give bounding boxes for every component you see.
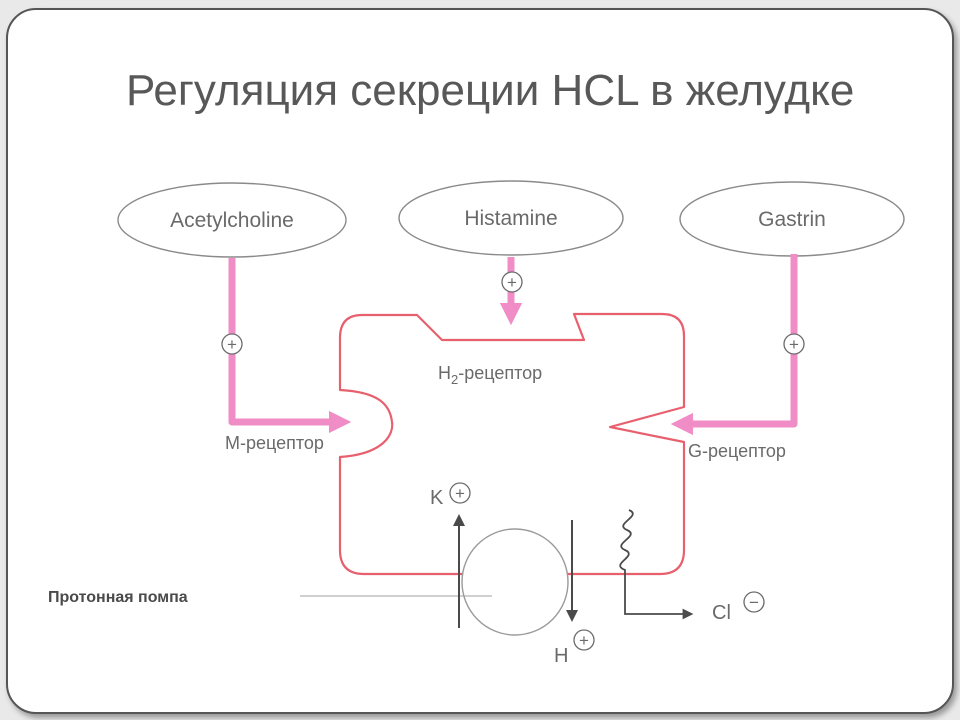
svg-text:−: − [749,593,759,612]
chloride-arrow [624,576,694,620]
slide-title: Регуляция секреции HCL в желудке [126,66,855,115]
acetylcholine-oval: Acetylcholine [117,182,347,258]
gastrin-oval: Gastrin [679,181,905,257]
acetylcholine-plus-sign: + [221,333,243,355]
gastrin-label: Gastrin [758,208,826,231]
hcl-regulation-diagram: Acetylcholine Histamine Gastrin + + + [48,180,905,667]
h2-receptor-label: H2-рецептор [438,363,542,387]
gastrin-pathway [670,254,798,436]
acetylcholine-label: Acetylcholine [170,209,294,232]
svg-text:+: + [455,484,465,503]
svg-text:+: + [507,273,517,292]
chloride-ion-label: Cl [712,602,731,624]
svg-text:+: + [789,335,799,354]
chloride-minus-sign: − [743,591,765,613]
svg-text:+: + [227,335,237,354]
hydrogen-ion-label: H [554,645,568,667]
chloride-channel-squiggle [619,509,634,576]
m-receptor-label: М-рецептор [225,433,324,453]
parietal-cell-membrane [338,312,686,576]
gastrin-plus-sign: + [783,333,805,355]
hydrogen-plus-sign: + [573,629,595,651]
g-receptor-label: G-рецептор [688,441,786,461]
slide: Регуляция секреции HCL в желудке Acetylc… [6,8,954,714]
histamine-plus-sign: + [501,271,523,293]
histamine-oval: Histamine [398,180,624,256]
proton-pump-circle [461,528,569,636]
histamine-label: Histamine [464,207,557,230]
acetylcholine-pathway [228,258,352,434]
potassium-ion-label: K [430,487,444,509]
proton-pump-label: Протонная помпа [48,589,188,606]
potassium-plus-sign: + [449,482,471,504]
svg-text:+: + [579,631,589,650]
